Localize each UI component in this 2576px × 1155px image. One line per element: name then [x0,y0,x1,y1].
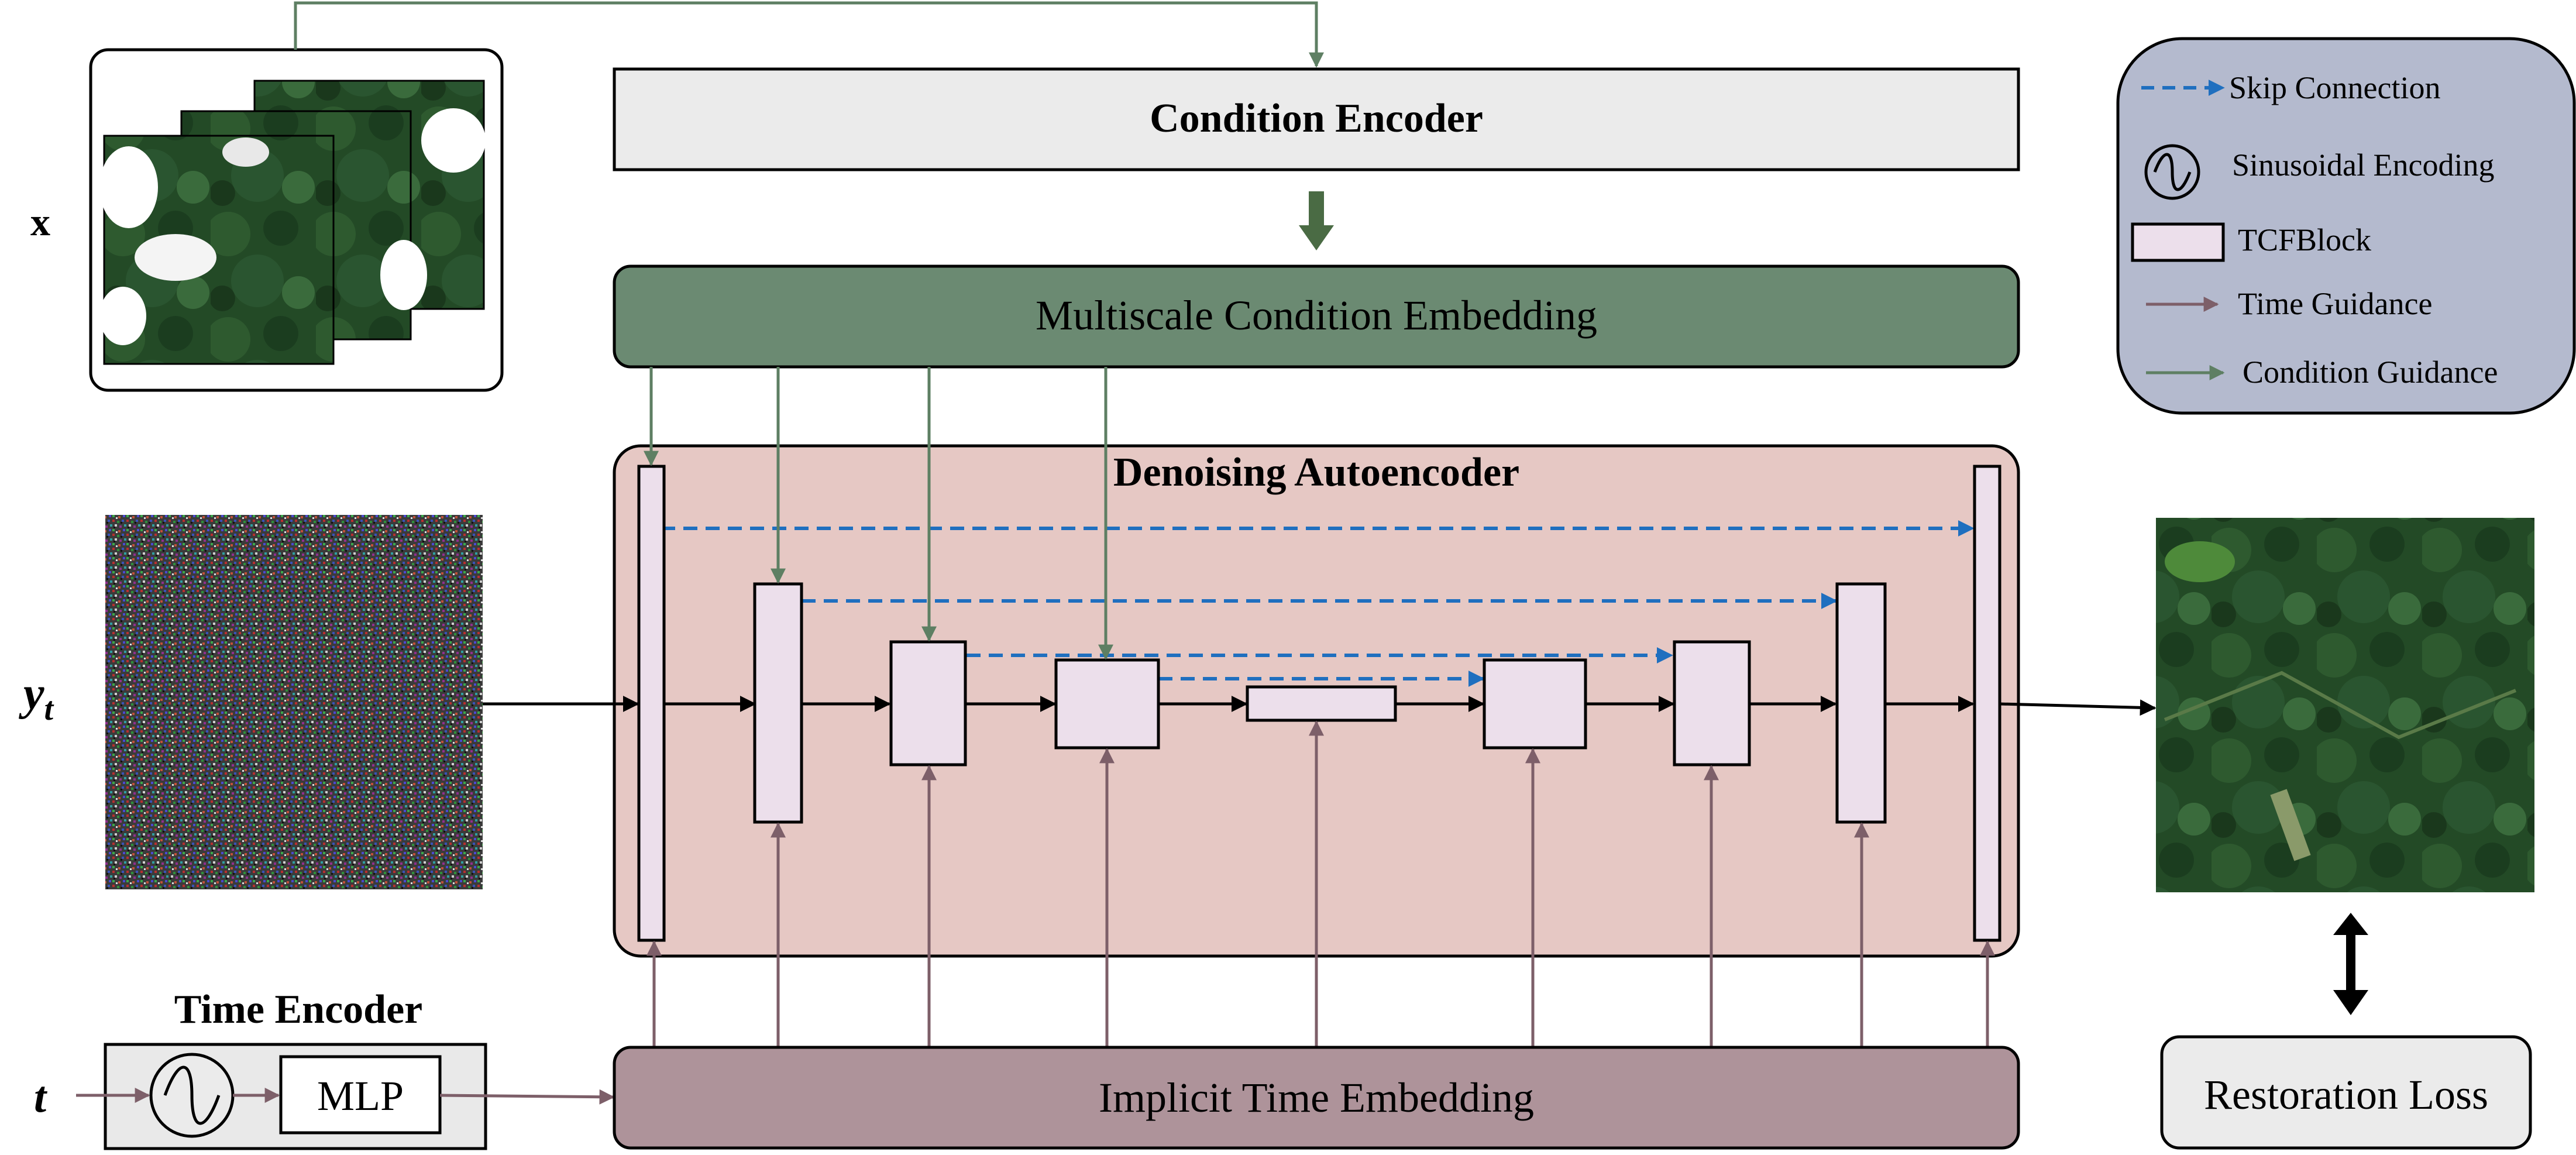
loss-double-arrow [2333,913,2368,1015]
tcf-blocks [637,465,2001,942]
tcf-block-icon [2131,222,2225,262]
label-y-t: yt [18,668,54,727]
condition-input-arrow [294,1,1324,68]
tcf-block [1246,685,1397,722]
mlp-label: MLP [317,1072,404,1119]
sine-wave-icon [149,1053,235,1138]
label-x: x [30,200,50,244]
mlp-block [279,1055,442,1135]
restoration-loss-box: Restoration Loss [2160,1035,2532,1150]
encoder-to-embedding-arrow [1299,191,1334,250]
tcf-block [889,640,967,766]
implicit-time-embedding: Implicit Time Embedding [613,1046,2020,1150]
mlp-to-embedding-arrow [439,1089,615,1105]
tcf-block [1483,658,1587,750]
sine-wave-icon [2144,144,2200,200]
legend-sinusoidal-label: Sinusoidal Encoding [2232,147,2494,183]
tcf-block [637,465,666,942]
cloudy-image-stack [89,48,504,392]
restoration-loss-label: Restoration Loss [2204,1071,2488,1118]
legend-time-label: Time Guidance [2238,286,2432,321]
forward-path [483,696,2157,716]
time-encoder: MLP [104,1043,487,1150]
legend-tcf-label: TCFBlock [2238,222,2371,257]
tcf-block [1054,658,1160,750]
time-encoder-title: Time Encoder [174,987,423,1032]
tcf-block [753,582,803,824]
time-embedding-label: Implicit Time Embedding [1099,1074,1534,1121]
skip-connections [661,520,1975,687]
tcf-block [1673,640,1751,766]
condition-encoder: Condition Encoder [613,67,2020,171]
legend-skip-label: Skip Connection [2229,70,2441,105]
multiscale-condition-embedding: Multiscale Condition Embedding [613,264,2020,369]
tcf-block [1973,465,2001,942]
condition-guidance-arrows [644,367,1113,660]
legend-panel: Skip Connection Sinusoidal Encoding TCFB… [2116,37,2576,415]
noisy-input-image [105,515,483,889]
condition-encoder-label: Condition Encoder [1150,96,1483,141]
condition-embedding-label: Multiscale Condition Embedding [1036,292,1597,339]
autoencoder-title: Denoising Autoencoder [1113,450,1519,495]
legend-condition-label: Condition Guidance [2243,355,2498,390]
tcf-block [1835,582,1887,824]
restored-output-image [2156,518,2534,892]
time-guidance-arrows [646,720,1995,1047]
label-t: t [34,1072,48,1122]
